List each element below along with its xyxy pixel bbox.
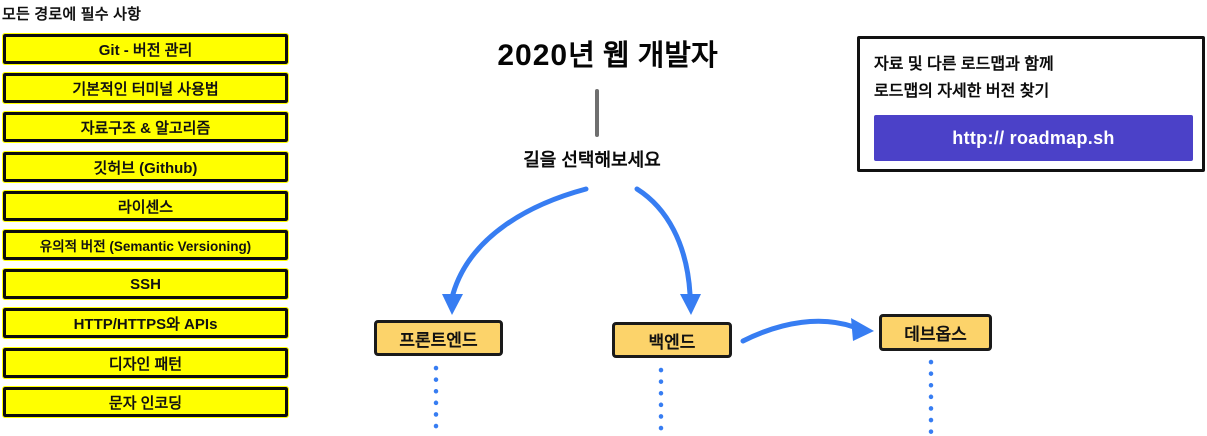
topic-node-git[interactable]: Git - 버전 관리 bbox=[2, 33, 289, 65]
path-node-backend[interactable]: 백엔드 bbox=[612, 322, 732, 358]
topic-node-ssh[interactable]: SSH bbox=[2, 268, 289, 300]
title-stem-line bbox=[595, 89, 599, 137]
page-title: 2020년 웹 개발자 bbox=[420, 32, 795, 74]
topic-node-data-structures[interactable]: 자료구조 & 알고리즘 bbox=[2, 111, 289, 143]
info-line-2: 로드맵의 자세한 버전 찾기 bbox=[874, 83, 1050, 100]
arrow-to-backend bbox=[634, 186, 693, 297]
choose-path-prompt: 길을 선택해보세요 bbox=[523, 150, 661, 170]
path-node-devops[interactable]: 데브옵스 bbox=[879, 314, 992, 351]
topic-node-http-apis[interactable]: HTTP/HTTPS와 APIs bbox=[2, 307, 289, 339]
legend-heading: 모든 경로에 필수 사항 bbox=[2, 6, 142, 23]
topic-node-terminal[interactable]: 기본적인 터미널 사용법 bbox=[2, 72, 289, 104]
topic-node-semver[interactable]: 유의적 버전 (Semantic Versioning) bbox=[2, 229, 289, 261]
arrow-backend-to-devops bbox=[740, 318, 857, 344]
topic-node-char-encoding[interactable]: 문자 인코딩 bbox=[2, 386, 289, 418]
title-year: 2020 bbox=[497, 39, 569, 72]
topic-node-design-patterns[interactable]: 디자인 패턴 bbox=[2, 347, 289, 379]
roadmap-url-button[interactable]: http:// roadmap.sh bbox=[874, 115, 1193, 161]
topic-node-github[interactable]: 깃허브 (Github) bbox=[2, 151, 289, 183]
info-box: 자료 및 다른 로드맵과 함께 로드맵의 자세한 버전 찾기 http:// r… bbox=[857, 36, 1205, 172]
arrow-to-frontend bbox=[450, 186, 589, 297]
arrow-to-backend-head bbox=[680, 294, 701, 315]
info-line-1: 자료 및 다른 로드맵과 함께 bbox=[874, 56, 1054, 73]
path-node-frontend[interactable]: 프론트엔드 bbox=[374, 320, 503, 356]
arrow-backend-to-devops-head bbox=[851, 318, 874, 341]
arrow-to-frontend-head bbox=[442, 294, 463, 315]
topic-node-licenses[interactable]: 라이센스 bbox=[2, 190, 289, 222]
title-rest: 년 웹 개발자 bbox=[568, 40, 718, 72]
